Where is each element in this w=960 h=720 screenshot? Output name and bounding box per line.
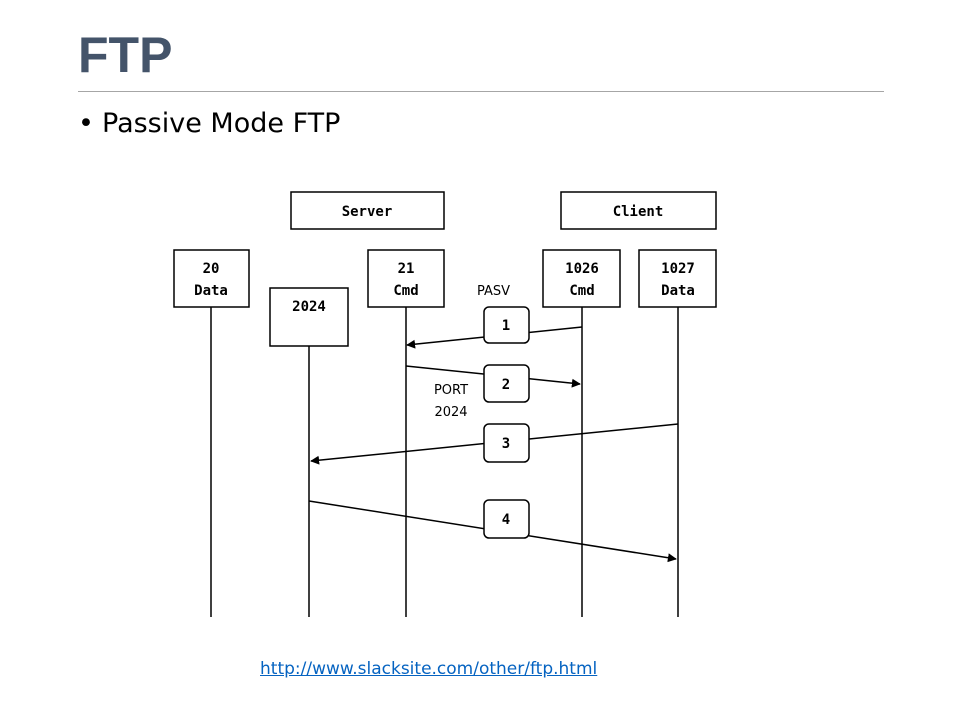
port-annotation-line2: 2024 bbox=[434, 405, 467, 420]
bullet-item: • Passive Mode FTP bbox=[78, 108, 340, 140]
port-box-20-data: 20 Data bbox=[173, 249, 250, 308]
server-header: Server bbox=[290, 191, 445, 230]
svg-text:Cmd: Cmd bbox=[569, 283, 594, 299]
step-label-1: 1 bbox=[483, 306, 530, 344]
port-box-2024: 2024 bbox=[269, 287, 349, 347]
port-box-21-cmd: 21 Cmd bbox=[367, 249, 445, 308]
bullet-text: Passive Mode FTP bbox=[102, 108, 341, 139]
svg-text:4: 4 bbox=[502, 512, 510, 528]
port-annotation-line1: PORT bbox=[434, 383, 468, 398]
svg-text:20: 20 bbox=[203, 261, 220, 277]
client-label: Client bbox=[613, 204, 664, 220]
svg-text:1: 1 bbox=[502, 318, 510, 334]
step-label-3: 3 bbox=[483, 423, 530, 463]
svg-text:3: 3 bbox=[502, 436, 510, 452]
pasv-annotation: PASV bbox=[477, 284, 510, 299]
port-box-1027-data: 1027 Data bbox=[638, 249, 717, 308]
title-divider bbox=[78, 91, 884, 92]
lifelines bbox=[210, 307, 679, 617]
bullet-dot-icon: • bbox=[78, 108, 94, 139]
svg-text:2: 2 bbox=[502, 377, 510, 393]
server-label: Server bbox=[342, 204, 393, 220]
svg-text:Data: Data bbox=[194, 283, 228, 299]
step-label-4: 4 bbox=[483, 499, 530, 539]
svg-text:1027: 1027 bbox=[661, 261, 695, 277]
svg-text:2024: 2024 bbox=[292, 299, 326, 315]
port-box-1026-cmd: 1026 Cmd bbox=[542, 249, 621, 308]
svg-text:Cmd: Cmd bbox=[393, 283, 418, 299]
svg-text:21: 21 bbox=[398, 261, 415, 277]
source-link[interactable]: http://www.slacksite.com/other/ftp.html bbox=[260, 659, 598, 679]
client-header: Client bbox=[560, 191, 717, 230]
slide-title: FTP bbox=[78, 27, 173, 83]
svg-text:Data: Data bbox=[661, 283, 695, 299]
step-label-2: 2 bbox=[483, 364, 530, 403]
svg-text:1026: 1026 bbox=[565, 261, 599, 277]
